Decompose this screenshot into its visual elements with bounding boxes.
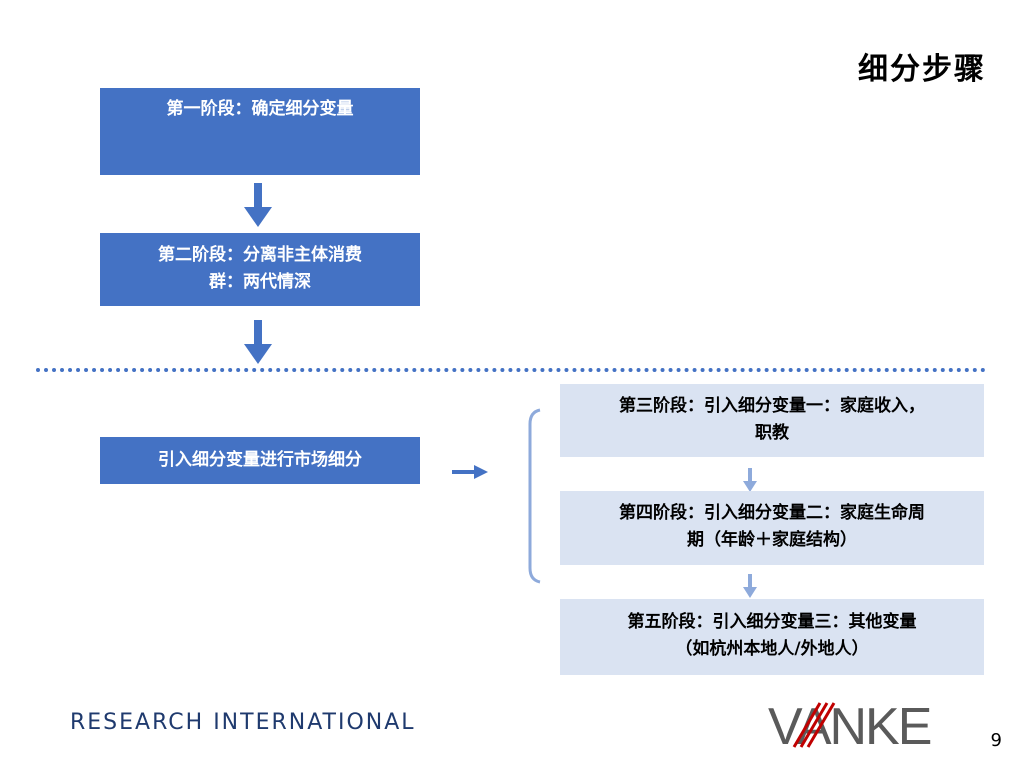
arrow-down-icon — [743, 574, 757, 598]
stage-1-label: 第一阶段：确定细分变量 — [166, 99, 354, 119]
stage-2-label-line2: 群：两代情深 — [209, 272, 311, 292]
research-international-logo: RESEARCH INTERNATIONAL — [70, 710, 416, 735]
stage-4-label-line1: 第四阶段：引入细分变量二：家庭生命周 — [619, 503, 925, 523]
stage-5-box: 第五阶段：引入细分变量三：其他变量 （如杭州本地人/外地人） — [560, 599, 984, 675]
page-title: 细分步骤 — [858, 52, 986, 87]
stage-2-label-line1: 第二阶段：分离非主体消费 — [158, 245, 362, 265]
section-divider — [36, 368, 986, 372]
arrow-down-icon — [244, 320, 272, 364]
arrow-down-icon — [244, 183, 272, 227]
stage-4-label-line2: 期（年龄＋家庭结构） — [687, 530, 857, 550]
stage-5-label-line2: （如杭州本地人/外地人） — [675, 639, 869, 659]
stage-4-box: 第四阶段：引入细分变量二：家庭生命周 期（年龄＋家庭结构） — [560, 491, 984, 565]
page-number: 9 — [990, 730, 1002, 751]
segmentation-box: 引入细分变量进行市场细分 — [100, 437, 420, 484]
arrow-right-icon — [452, 465, 488, 479]
vanke-logo-text: VANKE — [768, 700, 931, 750]
bracket-icon — [528, 408, 541, 584]
segmentation-label: 引入细分变量进行市场细分 — [158, 450, 362, 470]
vanke-logo: VANKE — [768, 700, 933, 750]
stage-3-box: 第三阶段：引入细分变量一：家庭收入， 职教 — [560, 384, 984, 457]
stage-1-box: 第一阶段：确定细分变量 — [100, 88, 420, 175]
stage-2-box: 第二阶段：分离非主体消费 群：两代情深 — [100, 233, 420, 306]
stage-3-label-line2: 职教 — [755, 423, 789, 443]
stage-5-label-line1: 第五阶段：引入细分变量三：其他变量 — [627, 612, 917, 632]
stage-3-label-line1: 第三阶段：引入细分变量一：家庭收入， — [619, 396, 925, 416]
arrow-down-icon — [743, 468, 757, 492]
